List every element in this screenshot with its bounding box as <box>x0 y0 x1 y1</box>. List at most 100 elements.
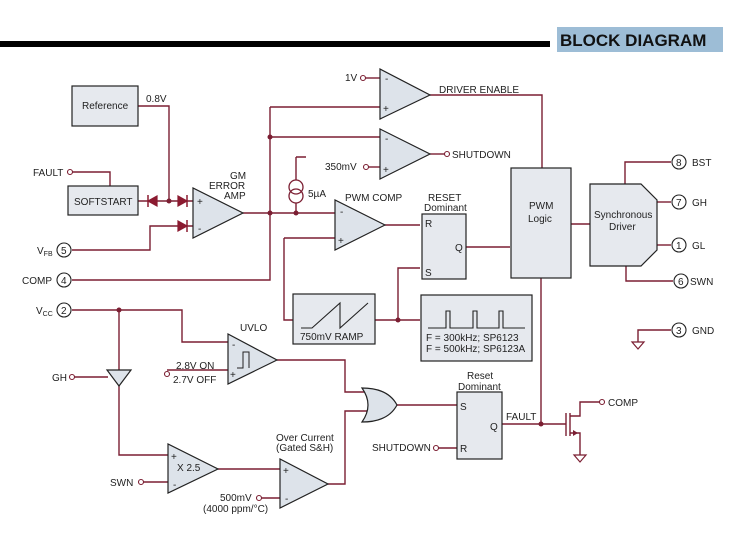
pin-6 <box>673 273 689 289</box>
sign: + <box>383 104 389 115</box>
pin-4-number: 4 <box>61 276 67 287</box>
shutdown-comparator <box>379 128 432 180</box>
latch-s: S <box>460 402 467 413</box>
fault-output-label: FAULT <box>506 412 536 423</box>
uvlo-ref-off: 2.7V OFF <box>173 375 216 386</box>
latch-top-label-2: Dominant <box>424 203 467 214</box>
swn-input-label: SWN <box>110 478 133 489</box>
gh-pin-label: GH <box>692 198 707 209</box>
latch-bottom-label-2: Dominant <box>458 382 501 393</box>
or-gate <box>360 387 398 423</box>
driver-label-2: Driver <box>609 222 636 233</box>
sign: + <box>171 452 177 463</box>
gl-pin-label: GL <box>692 241 706 252</box>
swn-input-terminal <box>137 478 145 486</box>
driver-enable-label: DRIVER ENABLE <box>439 85 519 96</box>
gnd-pin-label: GND <box>692 326 714 337</box>
pin-1 <box>671 237 687 253</box>
pin-2-number: 2 <box>61 306 67 317</box>
sign: + <box>338 236 344 247</box>
ramp-block <box>292 293 376 345</box>
over-current-comparator <box>279 458 330 509</box>
gated-switch-buffer <box>105 369 133 387</box>
pin-8 <box>671 154 687 170</box>
oc-ref-label-2: (4000 ppm/°C) <box>203 504 268 515</box>
latch-s: S <box>425 268 432 279</box>
latch-q: Q <box>490 422 498 433</box>
comp-pin-label: COMP <box>22 276 52 287</box>
ref-350mv-terminal <box>362 163 370 171</box>
uvlo-label: UVLO <box>240 323 267 334</box>
sign: - <box>173 480 176 491</box>
pwm-comp-label: PWM COMP <box>345 193 403 204</box>
softstart-label: SOFTSTART <box>74 197 133 208</box>
ref-350mv-label: 350mV <box>325 162 357 173</box>
pwm-logic-label-1: PWM <box>529 201 553 212</box>
fault-input-terminal <box>66 168 74 176</box>
error-amp-label-2: ERROR <box>209 181 245 192</box>
reset-dominant-latch-top <box>421 213 467 280</box>
pin-5-number: 5 <box>61 246 67 257</box>
latch-top-label-1: RESET <box>428 193 461 204</box>
sign: - <box>232 340 235 351</box>
bst-pin-label: BST <box>692 158 711 169</box>
synchronous-driver-block <box>589 183 658 267</box>
pwm-comparator <box>334 199 387 251</box>
softstart-block <box>67 185 139 216</box>
uvlo-ref-on: 2.8V ON <box>176 361 214 372</box>
title-background <box>557 27 723 52</box>
swn-pin-label: SWN <box>690 277 713 288</box>
shutdown-output-label: SHUTDOWN <box>452 150 511 161</box>
diode-vfb <box>177 219 189 233</box>
uvlo-ref-terminal <box>163 370 171 378</box>
oc-ref-label-1: 500mV <box>220 493 252 504</box>
driver-enable-comparator <box>379 68 432 120</box>
pin-7 <box>671 194 687 210</box>
x2-5-amplifier <box>167 443 220 494</box>
pwm-logic-label-2: Logic <box>528 214 552 225</box>
gh-input-label: GH <box>52 373 67 384</box>
pin-5 <box>56 242 72 258</box>
diode-softstart <box>146 194 158 208</box>
pwm-logic-block <box>510 167 572 279</box>
oscillator-freq-2: F = 500kHz; SP6123A <box>426 344 526 355</box>
shutdown-input-terminal <box>432 444 440 452</box>
pin-7-number: 7 <box>676 198 682 209</box>
latch-r: R <box>460 444 467 455</box>
ground-icon <box>572 454 588 463</box>
page-title: BLOCK DIAGRAM <box>560 31 706 50</box>
sign: - <box>285 494 288 505</box>
ground-icon <box>630 341 646 350</box>
ramp-label: 750mV RAMP <box>300 332 364 343</box>
latch-q: Q <box>455 243 463 254</box>
current-source-label: 5µA <box>308 189 326 200</box>
hysteresis-icon <box>237 351 250 369</box>
wires <box>70 77 673 499</box>
over-current-label-2: (Gated S&H) <box>276 443 333 454</box>
ref-1v-terminal <box>359 74 367 82</box>
header-rule <box>0 41 550 47</box>
sign: - <box>385 134 388 145</box>
diode-reference <box>177 194 189 208</box>
shutdown-output-terminal <box>443 150 451 158</box>
gm-error-amp <box>192 187 245 239</box>
pin-4 <box>56 272 72 288</box>
amp-plus-sign: + <box>197 197 203 208</box>
sign: + <box>230 370 236 381</box>
sign: + <box>383 165 389 176</box>
gain-label: X 2.5 <box>177 463 201 474</box>
comp-output-label: COMP <box>608 398 638 409</box>
sign: - <box>340 207 343 218</box>
driver-label-1: Synchronous <box>594 210 652 221</box>
reset-dominant-latch-bottom <box>456 391 503 460</box>
mosfet-arrow-icon <box>573 430 578 436</box>
vfb-pin-label: VFB <box>37 246 53 258</box>
latch-bottom-label-1: Reset <box>467 371 493 382</box>
pin-6-number: 6 <box>678 277 684 288</box>
comp-output-terminal <box>598 398 606 406</box>
pin-8-number: 8 <box>676 158 682 169</box>
oc-ref-terminal <box>255 494 263 502</box>
reference-label: Reference <box>82 101 129 112</box>
clock-waveform-icon <box>428 310 525 329</box>
